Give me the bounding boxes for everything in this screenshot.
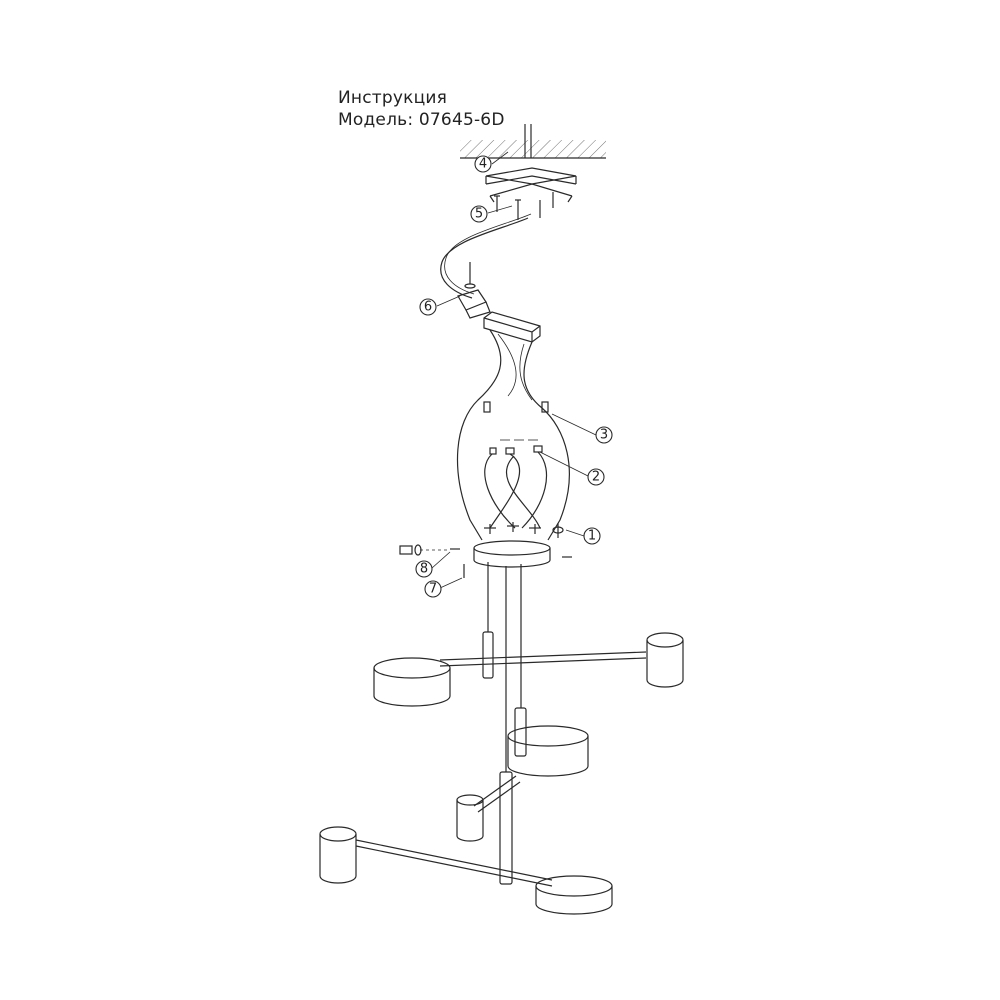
instruction-title: Инструкция (338, 88, 448, 108)
canopy (473, 540, 551, 568)
callout-2: 2 (587, 468, 605, 486)
leader-lines (431, 151, 597, 589)
callout-6: 6 (419, 298, 437, 316)
svg-text:8: 8 (420, 562, 428, 577)
pendant-tube-2 (514, 707, 527, 757)
callout-1: 1 (583, 527, 601, 545)
pendant-tube-1 (482, 631, 494, 679)
callout-3: 3 (595, 426, 613, 444)
callout-8: 8 (415, 560, 433, 578)
outer-wire-left (456, 329, 502, 541)
svg-text:6: 6 (424, 300, 432, 315)
lower-arm (319, 826, 613, 915)
svg-text:4: 4 (479, 157, 487, 172)
svg-text:2: 2 (592, 470, 600, 485)
terminal-block (457, 262, 491, 319)
upper-arm (373, 632, 684, 707)
inner-wire-3 (521, 451, 547, 529)
svg-text:3: 3 (600, 428, 608, 443)
inner-wire-4 (506, 455, 541, 529)
nut-fitting (552, 523, 564, 538)
canopy-screws (399, 544, 572, 578)
strain-reliefs (484, 522, 541, 534)
callout-4: 4 (474, 155, 492, 173)
svg-text:7: 7 (429, 582, 437, 597)
pendant-tube-3 (499, 771, 513, 885)
callout-7: 7 (424, 580, 442, 598)
screws (494, 192, 554, 220)
callout-5: 5 (470, 205, 488, 223)
led-driver (483, 311, 541, 343)
mounting-bracket (485, 167, 577, 203)
middle-arm (456, 725, 589, 842)
supply-cable (440, 217, 529, 299)
connectors (483, 401, 549, 455)
ceiling (460, 124, 606, 159)
inner-wire-1 (484, 453, 516, 529)
outer-wire-right (523, 341, 570, 541)
svg-text:1: 1 (588, 529, 596, 544)
svg-text:5: 5 (475, 207, 483, 222)
model-label: Модель: 07645-6D (338, 110, 505, 130)
inner-wire-2 (489, 453, 521, 529)
